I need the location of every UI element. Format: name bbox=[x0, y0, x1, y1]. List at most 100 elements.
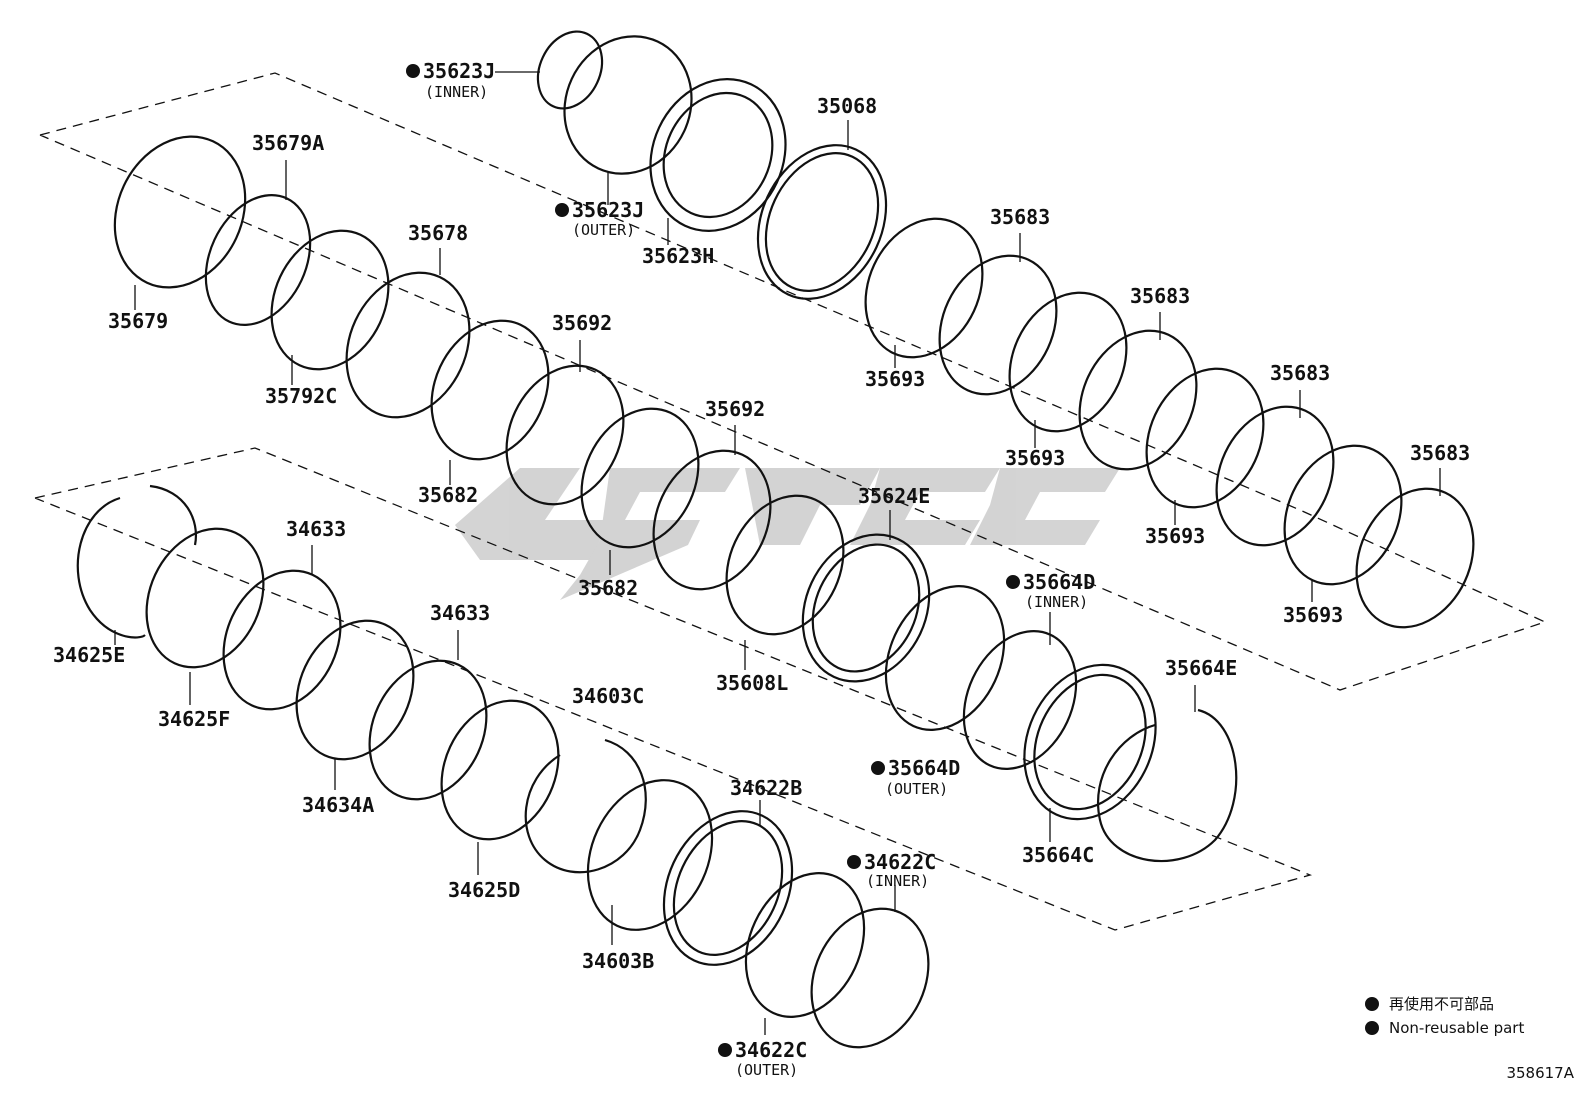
label-35068: 35068 bbox=[817, 94, 877, 118]
label-35693-b: 35693 bbox=[1005, 446, 1065, 470]
legend-dot bbox=[1365, 997, 1379, 1011]
plate-35682-a bbox=[430, 319, 550, 461]
o-ring-inner-35623J bbox=[536, 30, 604, 110]
plate-35683-d bbox=[1355, 487, 1475, 629]
label-35692-a: 35692 bbox=[552, 311, 612, 335]
spring-retainer-35068-inner bbox=[764, 152, 880, 292]
label-35682-b: 35682 bbox=[578, 576, 638, 600]
nonreusable-mark bbox=[406, 64, 420, 78]
snap-ring-34625E bbox=[76, 496, 146, 639]
snap-ring-35679A bbox=[204, 194, 312, 326]
disc-35692-b bbox=[652, 449, 772, 591]
note-34622C-outer: (OUTER) bbox=[735, 1061, 798, 1079]
legend-row-en: Non-reusable part bbox=[1365, 1016, 1524, 1040]
plate-35683-c bbox=[1215, 405, 1335, 547]
plate-34625D bbox=[440, 699, 560, 841]
plate-35792C bbox=[270, 229, 390, 371]
watermark-logo bbox=[455, 468, 1120, 600]
label-34603B: 34603B bbox=[582, 949, 654, 973]
label-35623J-outer: 35623J bbox=[572, 198, 644, 222]
label-35664C: 35664C bbox=[1022, 843, 1094, 867]
label-35693-a: 35693 bbox=[865, 367, 925, 391]
cylinder-35664C-inner bbox=[1033, 673, 1147, 811]
label-35608L: 35608L bbox=[716, 671, 788, 695]
piston-34622B bbox=[662, 810, 794, 966]
label-34625D: 34625D bbox=[448, 878, 520, 902]
label-34622C-outer: 34622C bbox=[735, 1038, 807, 1062]
label-35682-a: 35682 bbox=[418, 483, 478, 507]
label-35693-d: 35693 bbox=[1283, 603, 1343, 627]
legend-row-jp: 再使用不可部品 bbox=[1365, 992, 1524, 1016]
o-ring-outer-34622C bbox=[744, 872, 866, 1018]
label-34633-a: 34633 bbox=[286, 517, 346, 541]
label-35679A: 35679A bbox=[252, 131, 324, 155]
disc-34633-b bbox=[368, 659, 488, 801]
label-35693-c: 35693 bbox=[1145, 524, 1205, 548]
snap-ring-34603C bbox=[524, 738, 647, 874]
label-35792C: 35792C bbox=[265, 384, 337, 408]
spring-retainer-35068 bbox=[756, 144, 888, 300]
snap-ring-34625E-2 bbox=[149, 484, 197, 546]
legend-text-jp: 再使用不可部品 bbox=[1389, 995, 1495, 1013]
nonreusable-mark bbox=[1006, 575, 1020, 589]
piston-34622B-inner bbox=[672, 820, 784, 956]
label-34622B: 34622B bbox=[730, 776, 802, 800]
legend-text-en: Non-reusable part bbox=[1389, 1019, 1525, 1037]
plate-35683-a bbox=[938, 254, 1058, 396]
disc-35693-c bbox=[1145, 367, 1265, 509]
piston-35623H-inner bbox=[662, 91, 774, 219]
note-35664D-outer: (OUTER) bbox=[885, 780, 948, 798]
label-35678: 35678 bbox=[408, 221, 468, 245]
diagram-code: 358617A bbox=[1506, 1064, 1574, 1082]
piston-35624E bbox=[801, 533, 931, 683]
plate-35682-b bbox=[580, 407, 700, 549]
label-35683-d: 35683 bbox=[1410, 441, 1470, 465]
snap-ring-35664E bbox=[1097, 708, 1238, 863]
nonreusable-mark bbox=[871, 761, 885, 775]
nonreusable-mark bbox=[718, 1043, 732, 1057]
note-35623J-outer: (OUTER) bbox=[572, 221, 635, 239]
label-34625E: 34625E bbox=[53, 643, 125, 667]
piston-35624E-inner bbox=[811, 543, 921, 673]
nonreusable-mark bbox=[847, 855, 861, 869]
legend-dot bbox=[1365, 1021, 1379, 1035]
label-35664E: 35664E bbox=[1165, 656, 1237, 680]
label-34622C-inner: 34622C bbox=[864, 850, 936, 874]
disc-35693-a bbox=[864, 217, 984, 359]
label-35624E: 35624E bbox=[858, 484, 930, 508]
note-34622C-inner: (INNER) bbox=[866, 872, 929, 890]
group-outline-upper bbox=[39, 72, 1547, 691]
disc-34633-a bbox=[222, 569, 342, 711]
o-ring-outer-35623J bbox=[563, 35, 693, 175]
spring-retainer-34603B bbox=[586, 779, 714, 931]
note-35664D-inner: (INNER) bbox=[1025, 593, 1088, 611]
label-35664D-inner: 35664D bbox=[1023, 570, 1095, 594]
piston-35623H bbox=[649, 78, 787, 232]
spring-plate-35608L bbox=[725, 494, 845, 636]
label-35664D-outer: 35664D bbox=[888, 756, 960, 780]
o-ring-inner-35664D bbox=[962, 630, 1078, 770]
o-ring-inner-34622C bbox=[810, 907, 930, 1049]
label-34634A: 34634A bbox=[302, 793, 374, 817]
note-35623J-inner: (INNER) bbox=[425, 83, 488, 101]
plate-35678 bbox=[345, 271, 471, 419]
cylinder-35664C bbox=[1023, 663, 1157, 821]
plate-34625F bbox=[145, 527, 265, 669]
label-34625F: 34625F bbox=[158, 707, 230, 731]
label-35692-b: 35692 bbox=[705, 397, 765, 421]
label-35623H: 35623H bbox=[642, 244, 714, 268]
disc-35692-a bbox=[505, 364, 625, 506]
disc-35693-b bbox=[1008, 291, 1128, 433]
disc-35693-d bbox=[1283, 444, 1403, 586]
label-35683-a: 35683 bbox=[990, 205, 1050, 229]
legend: 再使用不可部品 Non-reusable part bbox=[1365, 992, 1524, 1040]
plate-34634A bbox=[295, 619, 415, 761]
group-outline-lower bbox=[34, 447, 1313, 931]
plate-35679 bbox=[113, 135, 247, 289]
label-35679: 35679 bbox=[108, 309, 168, 333]
label-34603C: 34603C bbox=[572, 684, 644, 708]
label-34633-b: 34633 bbox=[430, 601, 490, 625]
label-35683-c: 35683 bbox=[1270, 361, 1330, 385]
nonreusable-mark bbox=[555, 203, 569, 217]
